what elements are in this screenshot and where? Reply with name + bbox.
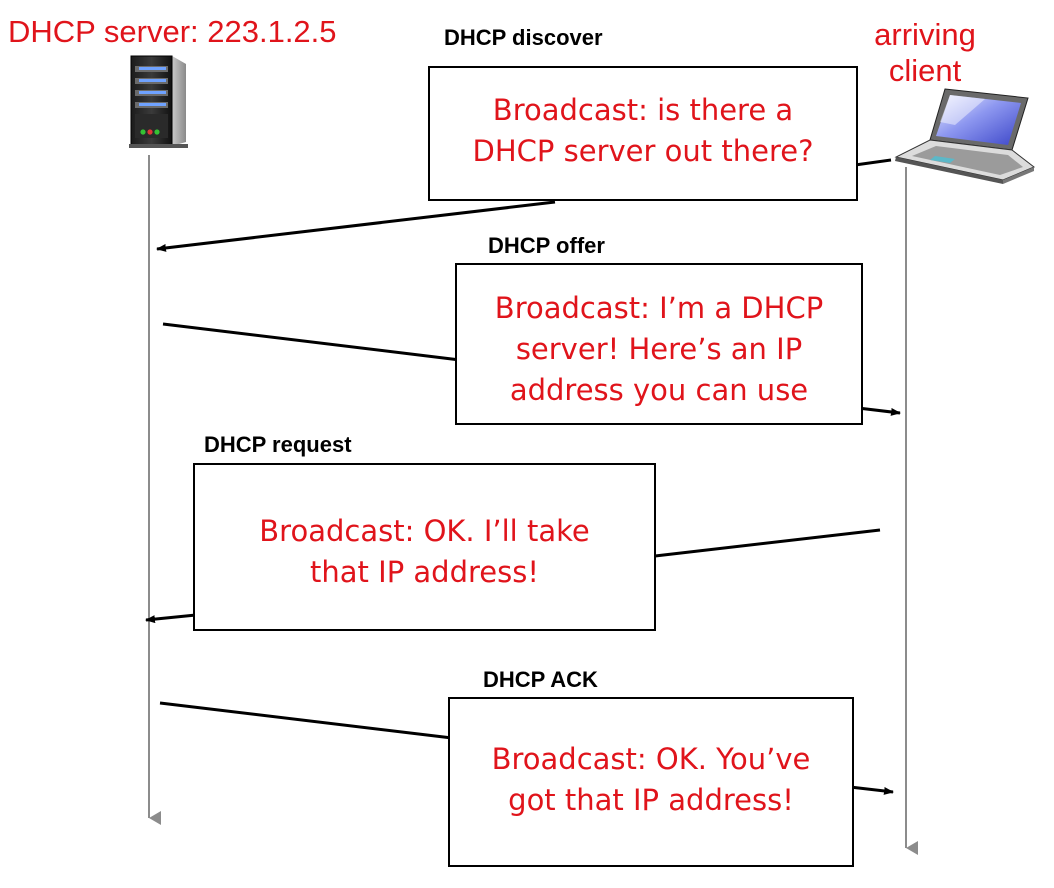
discover-arrow [156, 158, 892, 252]
offer-message-text: Broadcast: I’m a DHCP server! Here’s an … [457, 288, 861, 411]
discover-message-text: Broadcast: is there a DHCP server out th… [430, 90, 856, 172]
laptop-icon [894, 88, 1035, 184]
offer-title: DHCP offer [488, 233, 605, 258]
offer-message-box: Broadcast: I’m a DHCP server! Here’s an … [455, 263, 863, 425]
request-arrow [145, 528, 881, 624]
request-message-box: Broadcast: OK. I’ll take that IP address… [193, 463, 656, 631]
ack-message-text: Broadcast: OK. You’ve got that IP addres… [450, 739, 852, 821]
server-label: DHCP server: 223.1.2.5 [8, 14, 337, 49]
discover-line-1: Broadcast: is there a [492, 93, 794, 127]
request-title: DHCP request [204, 432, 352, 457]
discover-message-box: Broadcast: is there a DHCP server out th… [428, 66, 858, 201]
ack-title: DHCP ACK [483, 667, 598, 692]
client-label: arriving client [862, 17, 988, 88]
request-message-text: Broadcast: OK. I’ll take that IP address… [195, 511, 654, 593]
offer-line-3: address you can use [509, 373, 809, 407]
ack-line-2: got that IP address! [508, 783, 794, 817]
client-label-line-2: client [888, 52, 962, 88]
ack-line-1: Broadcast: OK. You’ve [491, 742, 811, 776]
discover-line-2: DHCP server out there? [472, 134, 814, 168]
client-label-line-1: arriving [874, 17, 976, 52]
ack-arrow [159, 701, 894, 795]
offer-line-2: server! Here’s an IP [515, 332, 803, 366]
ack-message-box: Broadcast: OK. You’ve got that IP addres… [448, 697, 854, 867]
request-line-1: Broadcast: OK. I’ll take [259, 514, 590, 548]
offer-arrow [162, 322, 901, 416]
request-line-2: that IP address! [310, 555, 539, 589]
offer-line-1: Broadcast: I’m a DHCP [494, 291, 824, 325]
server-tower-icon [129, 55, 188, 148]
discover-title: DHCP discover [444, 25, 603, 50]
